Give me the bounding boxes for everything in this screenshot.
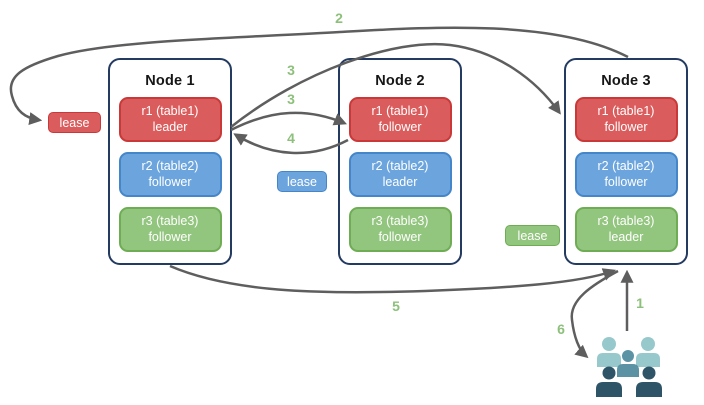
range-name: r2 (table2) — [371, 159, 429, 174]
users-group-icon — [596, 337, 662, 397]
range-name: r3 (table3) — [597, 214, 655, 229]
node-2-range-r1: r1 (table1) follower — [348, 97, 452, 142]
step-label-4: 4 — [287, 130, 295, 146]
node-2-range-r2: r2 (table2) leader — [348, 152, 452, 197]
range-role: leader — [152, 119, 188, 134]
node-2-title: Node 2 — [375, 73, 425, 89]
node-3-range-r1: r1 (table1) follower — [574, 97, 678, 142]
step-label-6: 6 — [557, 321, 565, 337]
range-role: leader — [608, 229, 644, 244]
range-role: follower — [604, 174, 648, 189]
node-1-range-r2: r2 (table2) follower — [118, 152, 222, 197]
arrow-step-3-to-node2 — [230, 111, 348, 132]
node-3-title: Node 3 — [601, 73, 651, 89]
range-name: r3 (table3) — [371, 214, 429, 229]
node-1-panel: Node 1 r1 (table1) leader r2 (table2) fo… — [108, 58, 232, 265]
node-1-range-r3: r3 (table3) follower — [118, 207, 222, 252]
arrow-step-6 — [570, 269, 619, 359]
node-1-range-r1: r1 (table1) leader — [118, 97, 222, 142]
step-label-5: 5 — [392, 298, 400, 314]
arrow-step-2 — [9, 26, 629, 126]
range-role: follower — [378, 119, 422, 134]
range-name: r2 (table2) — [597, 159, 655, 174]
range-role: follower — [148, 174, 192, 189]
range-name: r3 (table3) — [141, 214, 199, 229]
node-2-panel: Node 2 r1 (table1) follower r2 (table2) … — [338, 58, 462, 265]
lease-badge-r3: lease — [505, 225, 560, 246]
node-3-panel: Node 3 r1 (table1) follower r2 (table2) … — [564, 58, 688, 265]
node-2-range-r3: r3 (table3) follower — [348, 207, 452, 252]
lease-badge-r2: lease — [277, 171, 327, 192]
range-name: r2 (table2) — [141, 159, 199, 174]
node-3-range-r3: r3 (table3) leader — [574, 207, 678, 252]
step-label-3b: 3 — [287, 91, 295, 107]
range-name: r1 (table1) — [597, 104, 655, 119]
arrow-step-5 — [169, 264, 617, 294]
step-label-1: 1 — [636, 295, 644, 311]
range-name: r1 (table1) — [141, 104, 199, 119]
range-role: follower — [378, 229, 422, 244]
range-name: r1 (table1) — [371, 104, 429, 119]
node-3-range-r2: r2 (table2) follower — [574, 152, 678, 197]
step-label-3a: 3 — [287, 62, 295, 78]
lease-badge-r1: lease — [48, 112, 101, 133]
range-role: follower — [604, 119, 648, 134]
range-role: leader — [382, 174, 418, 189]
range-role: follower — [148, 229, 192, 244]
node-1-title: Node 1 — [145, 73, 195, 89]
step-label-2: 2 — [335, 10, 343, 26]
